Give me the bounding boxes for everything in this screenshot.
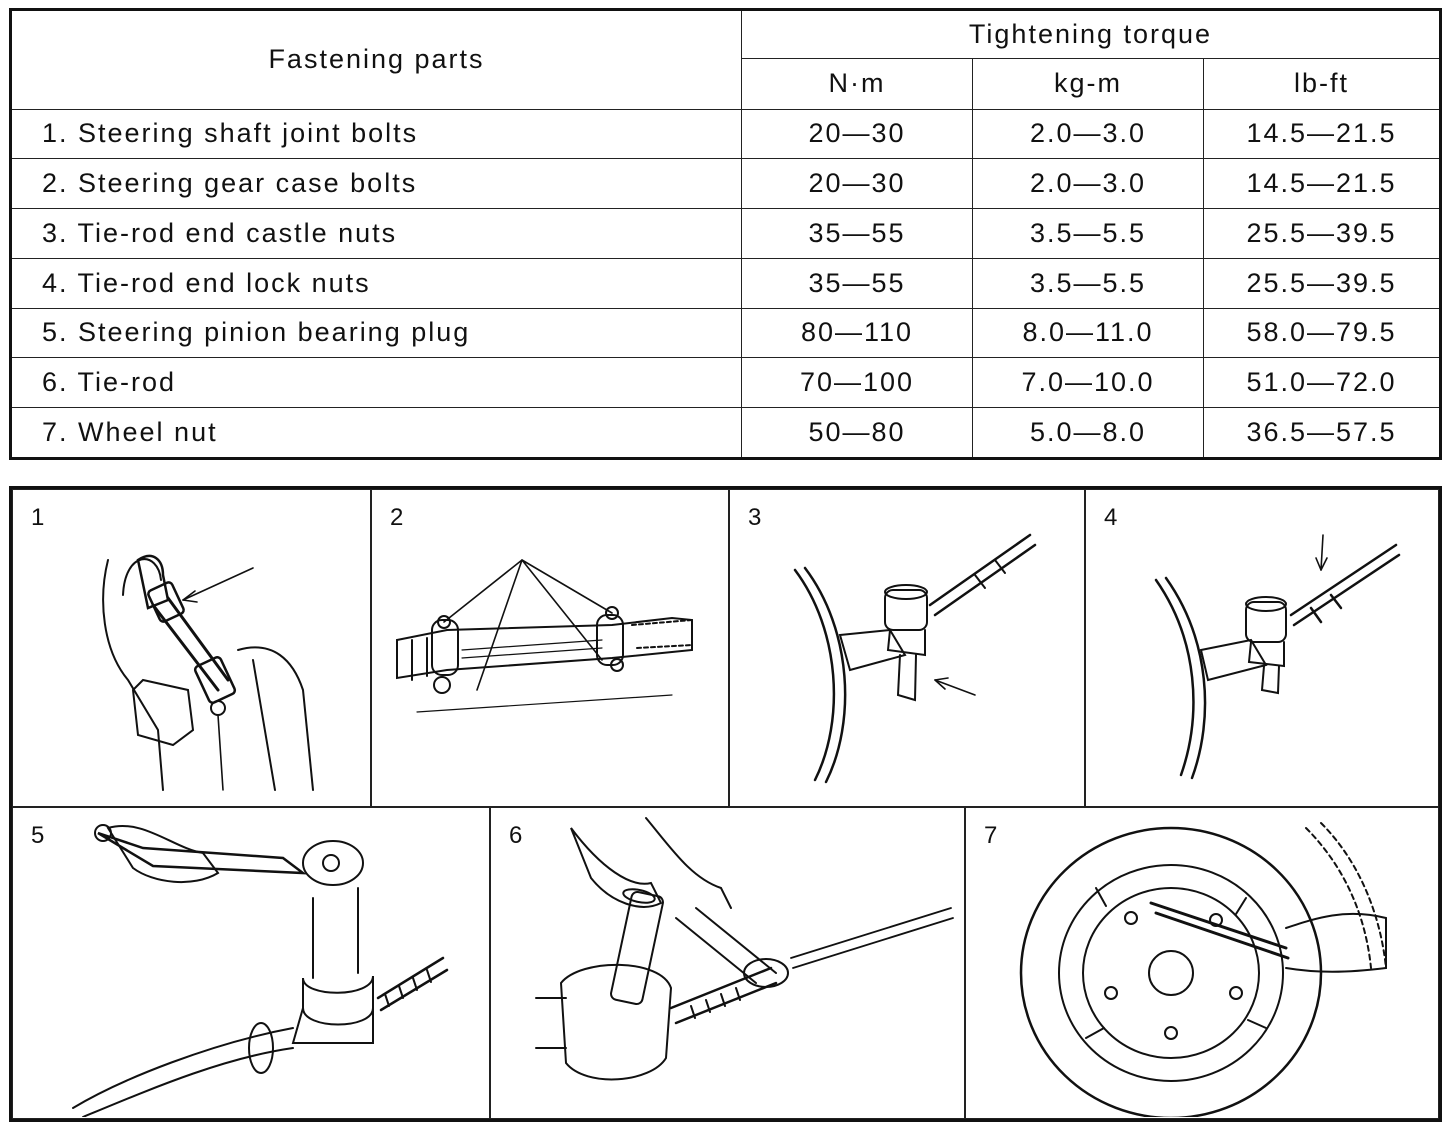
figure-number: 1 — [31, 504, 45, 531]
torque-lbft: 51.0—72.0 — [1203, 357, 1441, 409]
part-name: 2. Steering gear case bolts — [10, 158, 742, 210]
torque-nm: 20—30 — [741, 158, 973, 210]
figure-grid: 1 2 — [9, 486, 1442, 1122]
torque-kgm: 8.0—11.0 — [972, 307, 1204, 359]
figure-number: 7 — [984, 822, 998, 849]
figure-number: 3 — [748, 504, 762, 531]
torque-lbft: 58.0—79.5 — [1203, 307, 1441, 359]
header-unit-kgm: kg-m — [972, 57, 1204, 110]
torque-kgm: 2.0—3.0 — [972, 108, 1204, 160]
table-row: 7. Wheel nut 50—80 5.0—8.0 36.5—57.5 — [10, 407, 1441, 459]
torque-table: Fastening parts Tightening torque N·m kg… — [9, 8, 1442, 460]
torque-lbft: 25.5—39.5 — [1203, 208, 1441, 259]
part-name: 1. Steering shaft joint bolts — [10, 108, 742, 160]
torque-nm: 70—100 — [741, 357, 973, 409]
table-row: 5. Steering pinion bearing plug 80—110 8… — [10, 307, 1441, 359]
tie-rod-castle-nut-icon — [793, 533, 1037, 784]
torque-lbft: 36.5—57.5 — [1203, 407, 1441, 459]
tie-rod-wrench-icon — [535, 817, 954, 1081]
tie-rod-lock-nut-icon — [1154, 534, 1401, 780]
torque-nm: 50—80 — [741, 407, 973, 459]
figure-panel-3: 3 — [729, 489, 1085, 807]
part-name: 4. Tie-rod end lock nuts — [10, 257, 742, 309]
figure-panel-5: 5 — [12, 807, 490, 1119]
table-row: 6. Tie-rod 70—100 7.0—10.0 51.0—72.0 — [10, 357, 1441, 409]
table-row: 1. Steering shaft joint bolts 20—30 2.0—… — [10, 108, 1441, 160]
figure-panel-1: 1 — [12, 489, 371, 807]
torque-nm: 35—55 — [741, 257, 973, 309]
torque-nm: 20—30 — [741, 108, 973, 160]
part-name: 6. Tie-rod — [10, 357, 742, 409]
wheel-nut-icon — [1019, 822, 1387, 1117]
torque-nm: 80—110 — [741, 307, 973, 359]
part-name: 5. Steering pinion bearing plug — [10, 307, 742, 359]
figure-panel-4: 4 — [1085, 489, 1439, 807]
part-name: 3. Tie-rod end castle nuts — [10, 208, 742, 259]
figure-panel-7: 7 — [965, 807, 1439, 1119]
figure-number: 4 — [1104, 504, 1118, 531]
header-tightening-torque: Tightening torque — [741, 9, 1441, 59]
torque-lbft: 25.5—39.5 — [1203, 257, 1441, 309]
pinion-bearing-plug-icon — [72, 824, 449, 1117]
table-row: 3. Tie-rod end castle nuts 35—55 3.5—5.5… — [10, 208, 1441, 259]
table-row: 2. Steering gear case bolts 20—30 2.0—3.… — [10, 158, 1441, 210]
torque-kgm: 2.0—3.0 — [972, 158, 1204, 210]
figure-number: 5 — [31, 822, 45, 849]
figure-panel-6: 6 — [490, 807, 965, 1119]
torque-kgm: 7.0—10.0 — [972, 357, 1204, 409]
figure-panel-2: 2 — [371, 489, 729, 807]
torque-nm: 35—55 — [741, 208, 973, 259]
table-row: 4. Tie-rod end lock nuts 35—55 3.5—5.5 2… — [10, 257, 1441, 309]
torque-lbft: 14.5—21.5 — [1203, 158, 1441, 210]
header-unit-nm: N·m — [741, 57, 973, 110]
torque-kgm: 5.0—8.0 — [972, 407, 1204, 459]
torque-kgm: 3.5—5.5 — [972, 208, 1204, 259]
torque-lbft: 14.5—21.5 — [1203, 108, 1441, 160]
header-fastening-parts: Fastening parts — [10, 9, 742, 110]
torque-kgm: 3.5—5.5 — [972, 257, 1204, 309]
figure-number: 6 — [509, 822, 523, 849]
header-unit-lbft: lb-ft — [1203, 57, 1441, 110]
steering-shaft-joint-icon — [102, 554, 314, 791]
figure-number: 2 — [390, 504, 404, 531]
steering-gear-case-icon — [396, 559, 693, 713]
part-name: 7. Wheel nut — [10, 407, 742, 459]
